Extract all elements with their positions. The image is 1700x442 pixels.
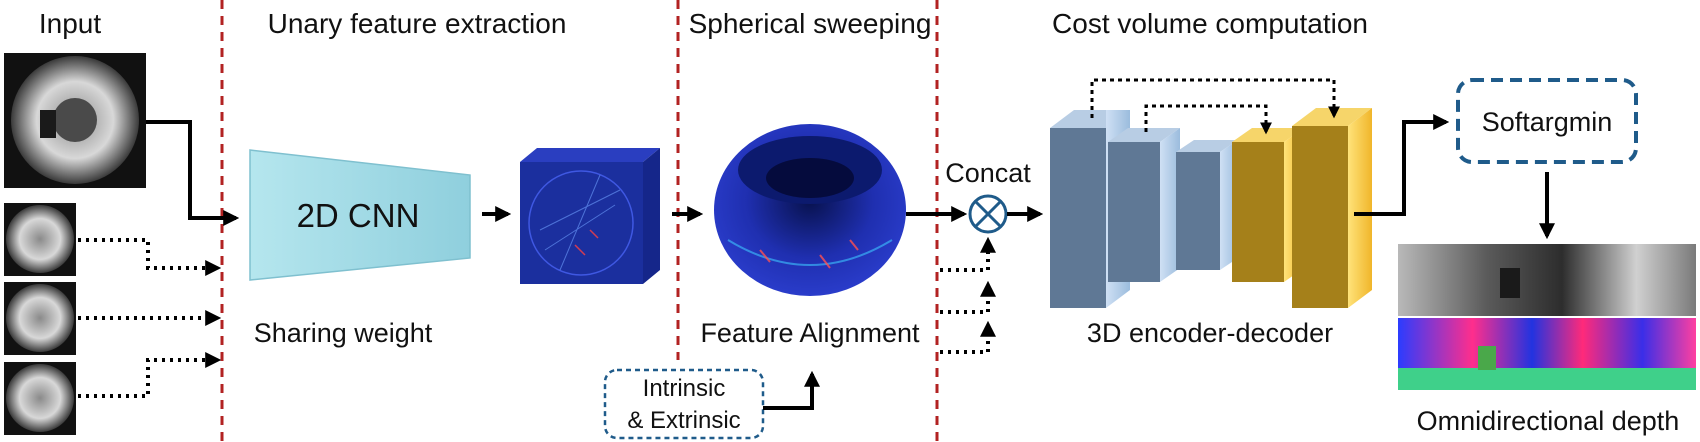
section-title-cost: Cost volume computation [1052,8,1368,39]
encoder-block-3 [1176,140,1238,270]
intrinsic-label: Intrinsic [643,375,726,402]
depth-map-image [1398,318,1696,390]
sharing-weight-label: Sharing weight [254,318,433,348]
input-image-2 [4,203,76,276]
softargmin-label: Softargmin [1482,107,1613,137]
intrinsic-extrinsic-box [603,368,765,440]
input-arrow-2 [78,238,222,276]
section-title-unary: Unary feature extraction [268,8,567,39]
cnn-label: 2D CNN [297,197,420,234]
concat-input-arrow-2 [940,280,996,314]
concat-input-arrow-3 [940,320,996,354]
cnn-block [249,149,471,281]
encoder-block-2 [1108,128,1180,282]
input-image-4 [4,362,76,435]
softargmin-box [1456,78,1638,164]
section-title-spherical: Spherical sweeping [689,8,932,39]
encoder-to-softargmin-arrow [1354,114,1450,216]
skip-connection-outer [1090,78,1340,119]
input-image-3 [4,282,76,355]
feature-alignment-label: Feature Alignment [700,318,920,348]
concat-label: Concat [945,158,1031,188]
concat-input-arrow-1 [940,236,996,272]
decoder-block-2 [1292,108,1372,308]
output-label: Omnidirectional depth [1417,406,1680,436]
input-arrow-main [146,120,240,226]
feature-map-cube [520,148,660,284]
encoder-decoder-label: 3D encoder-decoder [1087,318,1333,348]
sphere-volume [714,124,906,296]
input-arrow-4 [78,352,222,398]
panorama-image [1398,244,1696,316]
concat-symbol [968,194,1008,234]
input-image-main [4,53,146,188]
section-title-input: Input [39,8,101,39]
params-to-alignment-arrow [763,370,820,410]
extrinsic-label: & Extrinsic [627,407,740,434]
